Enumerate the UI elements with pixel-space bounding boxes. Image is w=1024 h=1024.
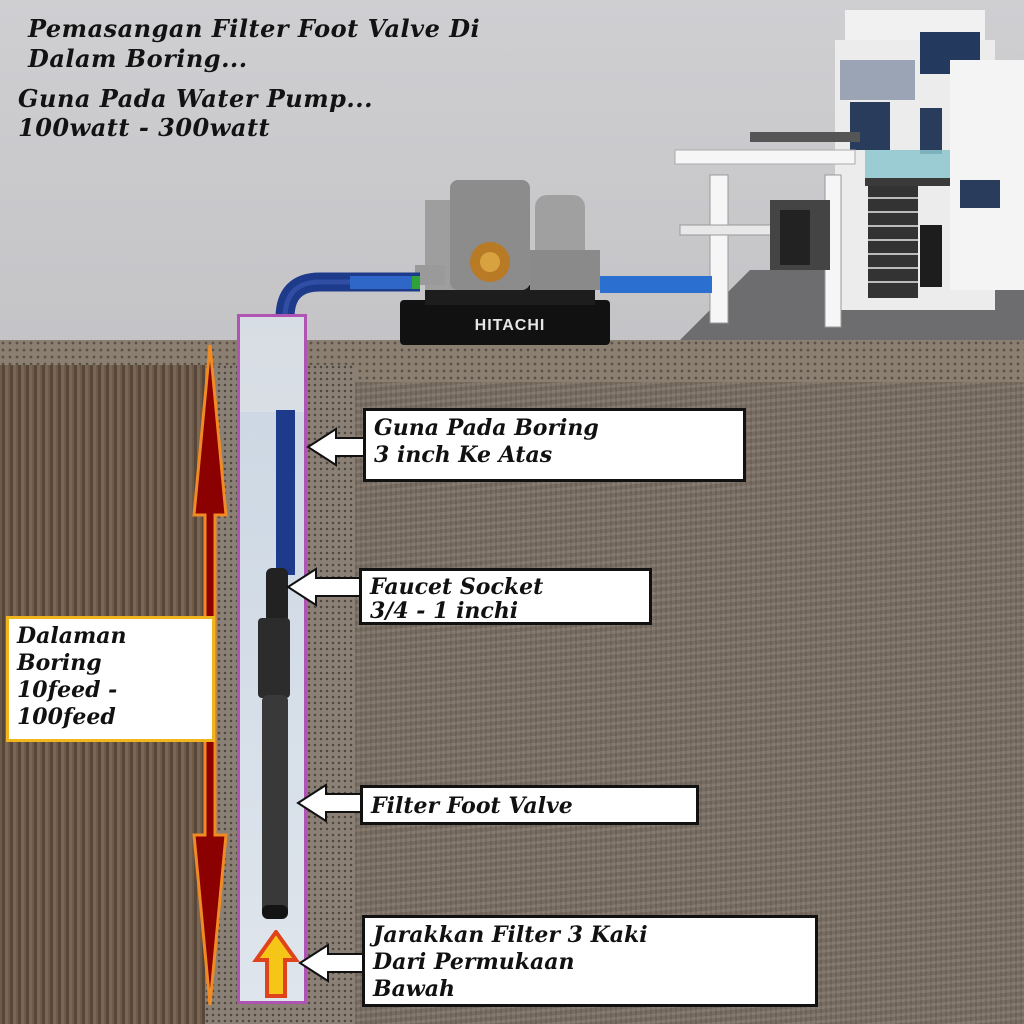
callout-boring-size: Guna Pada Boring 3 inch Ke Atas [363, 408, 746, 482]
callout-socket-line1: Faucet Socket [370, 574, 544, 600]
house-illustration [674, 10, 1024, 340]
page-title: Pemasangan Filter Foot Valve Di Dalam Bo… [28, 14, 480, 74]
callout-filter-foot-valve: Filter Foot Valve [360, 785, 699, 825]
depth-label-line3: 10feed - [17, 677, 118, 703]
subtitle-line-1: Guna Pada Water Pump... [18, 84, 373, 113]
subtitle-line-2: 100watt - 300watt [18, 113, 271, 142]
callout-filter-distance: Jarakkan Filter 3 Kaki Dari Permukaan Ba… [362, 915, 818, 1007]
water-pump-illustration [400, 180, 610, 345]
title-line-1: Pemasangan Filter Foot Valve Di [28, 14, 481, 43]
callout-distance-line1: Jarakkan Filter 3 Kaki [373, 922, 648, 948]
callout-boring-line2: 3 inch Ke Atas [374, 442, 553, 468]
callout-valve-line1: Filter Foot Valve [371, 793, 573, 819]
title-line-2: Dalam Boring... [28, 44, 248, 73]
callout-socket-line2: 3/4 - 1 inchi [370, 598, 519, 624]
callout-boring-line1: Guna Pada Boring [374, 415, 599, 441]
callout-distance-line2: Dari Permukaan [373, 949, 575, 975]
callout-distance-line3: Bawah [373, 976, 456, 1002]
up-arrow-icon [252, 930, 300, 998]
depth-label-line4: 100feed [17, 704, 116, 730]
depth-label-line1: Dalaman [17, 623, 127, 649]
page-subtitle: Guna Pada Water Pump... 100watt - 300wat… [18, 84, 373, 142]
callout-faucet-socket: Faucet Socket 3/4 - 1 inchi [359, 568, 652, 625]
depth-label: Dalaman Boring 10feed - 100feed [6, 616, 215, 742]
depth-label-line2: Boring [17, 650, 102, 676]
pump-brand-label: HITACHI [474, 317, 546, 334]
